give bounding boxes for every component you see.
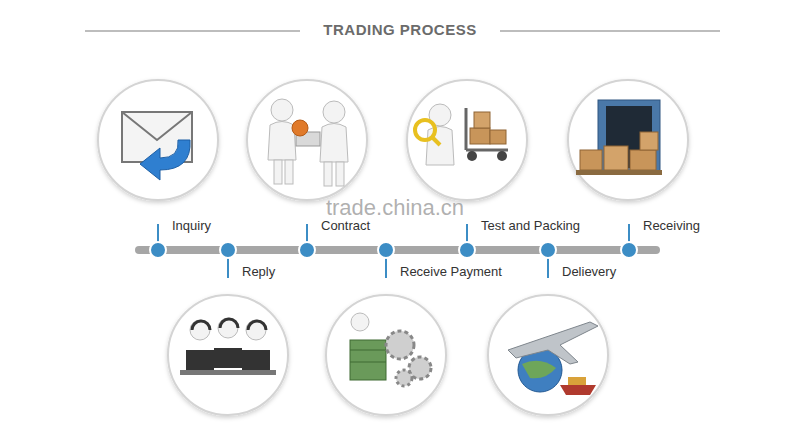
- step-label: Receive Payment: [400, 264, 502, 280]
- packing-figure: [426, 127, 454, 166]
- container-icon: [598, 100, 660, 172]
- payment-icon: [386, 331, 414, 359]
- title-rule: [500, 30, 720, 32]
- container-icon: [640, 132, 658, 150]
- contract-figures: [285, 160, 293, 184]
- timeline-bar: [135, 246, 660, 254]
- step-circle: [488, 295, 608, 415]
- call-centre-icon: [242, 350, 270, 370]
- packing-figure: [415, 104, 508, 165]
- delivery-icon: [568, 377, 586, 385]
- contract-figures: [271, 99, 293, 121]
- step-label: Inquiry: [172, 218, 211, 234]
- title-rule: [85, 30, 300, 32]
- packing-figure: [467, 151, 477, 161]
- envelope-icon: [140, 140, 190, 180]
- payment-icon: [350, 340, 386, 380]
- timeline-dot: [150, 242, 166, 258]
- payment-icon: [351, 313, 369, 331]
- envelope-icon: [122, 112, 192, 180]
- step-circle: [98, 80, 218, 200]
- payment-icon: [350, 313, 431, 386]
- step-label: Receiving: [643, 218, 700, 234]
- timeline-dot: [621, 242, 637, 258]
- call-centre-icon: [218, 318, 238, 338]
- container-icon: [576, 100, 662, 175]
- timeline-dot: [459, 242, 475, 258]
- payment-icon: [396, 370, 412, 386]
- contract-figures: [336, 162, 344, 186]
- step-circle: [247, 80, 367, 200]
- timeline-bar: [135, 246, 660, 254]
- call-centre-icon: [180, 318, 276, 375]
- diagram-title: TRADING PROCESS: [323, 21, 476, 39]
- step-circle: [568, 80, 688, 200]
- packing-figure: [465, 108, 468, 150]
- container-icon: [604, 146, 628, 170]
- delivery-icon: [560, 385, 596, 395]
- contract-figures: [323, 101, 345, 123]
- payment-icon: [350, 350, 386, 351]
- call-centre-icon: [214, 348, 242, 368]
- container-icon: [576, 170, 662, 175]
- call-centre-icon: [192, 321, 210, 330]
- step-circle: [326, 295, 446, 415]
- packing-figure: [497, 151, 507, 161]
- timeline-dot: [378, 242, 394, 258]
- step-circle: [407, 80, 527, 200]
- call-centre-icon: [190, 320, 210, 340]
- packing-figure: [470, 128, 490, 144]
- delivery-icon: [508, 322, 598, 395]
- call-centre-icon: [220, 319, 238, 328]
- step-circle: [168, 295, 288, 415]
- timeline-dot: [220, 242, 236, 258]
- contract-figures: [274, 160, 282, 184]
- envelope-icon: [122, 112, 192, 140]
- contract-figures: [324, 162, 332, 186]
- timeline-dot: [150, 242, 637, 258]
- packing-figure: [432, 137, 440, 145]
- call-centre-icon: [246, 320, 266, 340]
- step-label: Test and Packing: [481, 218, 580, 234]
- call-centre-icon: [180, 370, 276, 375]
- step-label: Delievery: [562, 264, 616, 280]
- timeline-dot: [540, 242, 556, 258]
- step-label: Contract: [321, 218, 370, 234]
- delivery-icon: [508, 322, 598, 364]
- contract-figures: [292, 120, 308, 136]
- payment-icon: [350, 362, 386, 363]
- timeline-dot: [299, 242, 315, 258]
- call-centre-icon: [186, 350, 214, 370]
- contract-figures: [268, 99, 348, 186]
- call-centre-icon: [248, 321, 266, 330]
- container-icon: [580, 150, 602, 170]
- container-icon: [630, 150, 656, 170]
- watermark: trade.china.cn: [326, 197, 464, 219]
- payment-icon: [409, 357, 431, 379]
- step-label: Reply: [242, 264, 275, 280]
- packing-figure: [474, 112, 490, 128]
- packing-figure: [490, 130, 506, 144]
- delivery-icon: [522, 361, 556, 378]
- contract-figures: [320, 124, 348, 163]
- step-circle: [98, 80, 688, 415]
